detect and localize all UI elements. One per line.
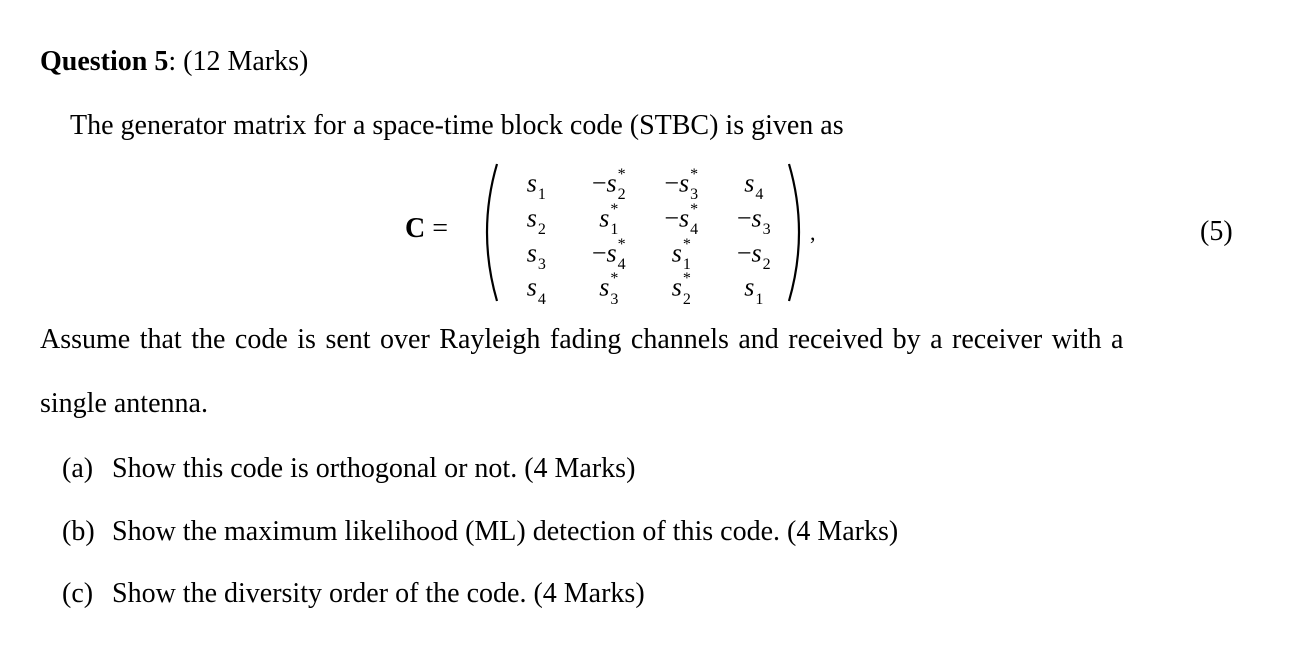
- assumption-line-2: single antenna.: [40, 388, 208, 419]
- matrix-comma: ,: [810, 220, 816, 245]
- part-c: (c) Show the diversity order of the code.…: [62, 580, 645, 608]
- question-marks: (12 Marks): [183, 46, 309, 77]
- matrix-cell-r3-c4: −s 2: [736, 237, 771, 273]
- question-header: Question 5: (12 Marks): [40, 48, 308, 76]
- intro-text: The generator matrix for a space-time bl…: [70, 110, 844, 141]
- question-colon: :: [168, 46, 184, 77]
- matrix-cell-r3-c1: s 3: [526, 237, 546, 273]
- assumption-line-1: Assume that the code is sent over Raylei…: [40, 324, 1124, 355]
- matrix-cell-r3-c3: s*1: [671, 235, 691, 273]
- matrix-cell-r1-c3: −s*3: [664, 166, 699, 204]
- matrix-cell-r4-c4: s 1: [744, 272, 764, 308]
- matrix-cell-r1-c4: s 4: [744, 168, 764, 204]
- part-a-text: Show this code is orthogonal or not. (4 …: [112, 453, 636, 484]
- matrix-cell-r3-c2: −s*4: [591, 235, 626, 273]
- matrix-cell-r2-c3: −s*4: [664, 200, 699, 239]
- matrix-cell-r2-c2: s*1: [599, 200, 619, 239]
- matrix-cell-r1-c2: −s*2: [591, 166, 626, 204]
- right-parenthesis: [787, 163, 801, 302]
- part-b-label: (b): [62, 516, 95, 547]
- matrix-cell-r4-c1: s 4: [526, 272, 546, 308]
- left-parenthesis: [485, 163, 499, 302]
- matrix-cell-r4-c2: s*3: [599, 270, 619, 308]
- matrix-cell-r2-c4: −s 3: [736, 203, 771, 239]
- matrix-cell-r2-c1: s 2: [526, 203, 546, 239]
- equation-number: (5): [1200, 216, 1233, 247]
- part-c-text: Show the diversity order of the code. (4…: [112, 578, 645, 609]
- part-a: (a) Show this code is orthogonal or not. …: [62, 455, 635, 483]
- part-c-label: (c): [62, 578, 94, 609]
- matrix-label: C =: [405, 213, 449, 244]
- part-b: (b) Show the maximum likelihood (ML) dete…: [62, 518, 898, 546]
- part-b-text: Show the maximum likelihood (ML) detecti…: [112, 516, 899, 547]
- part-a-label: (a): [62, 453, 94, 484]
- question-title: Question 5: [40, 46, 169, 77]
- matrix-cell-r1-c1: s 1: [526, 168, 546, 204]
- matrix-cell-r4-c3: s*2: [671, 270, 691, 308]
